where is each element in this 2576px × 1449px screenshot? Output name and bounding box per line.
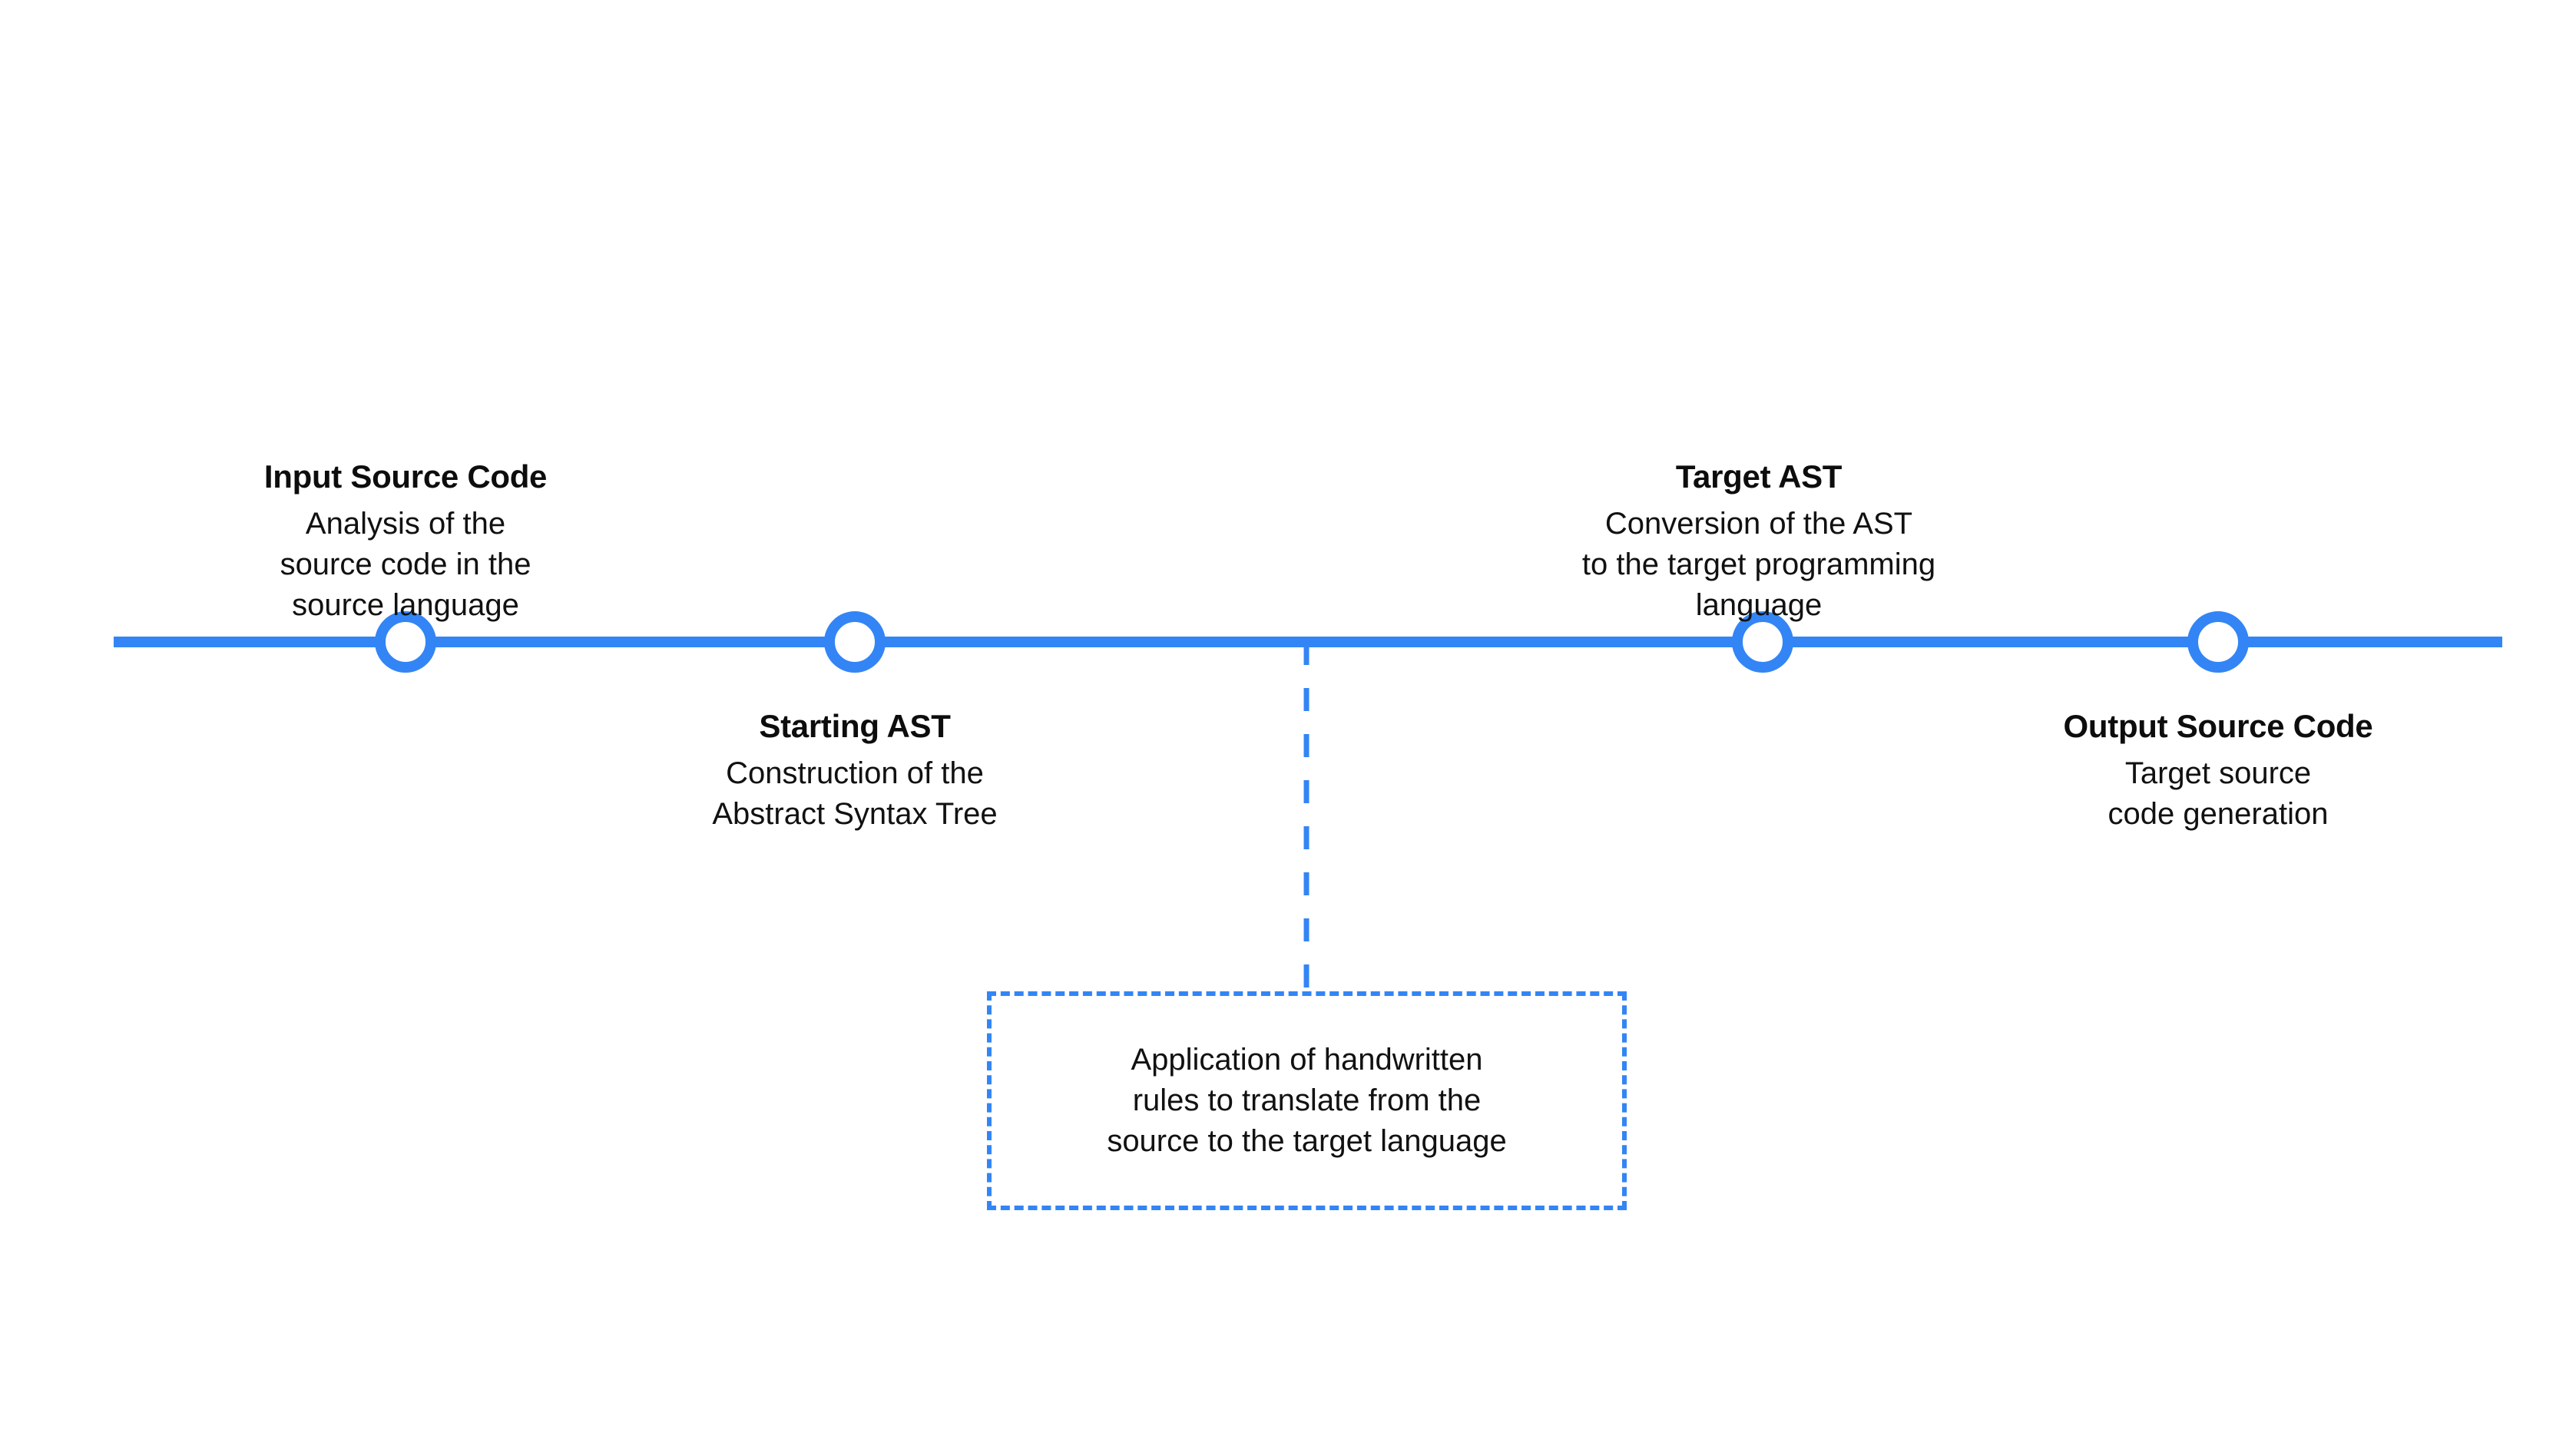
annotation-text-handwritten-rules: Application of handwritten rules to tran… [1107,1043,1507,1158]
timeline-node-marker-target-ast[interactable] [1732,611,1793,673]
timeline-node-marker-input-source-code[interactable] [375,611,436,673]
timeline-node-marker-starting-ast[interactable] [824,611,886,673]
node-title-starting-ast: Starting AST [759,708,951,744]
node-description-input-source-code: Analysis of the source code in the sourc… [280,507,531,622]
node-title-output-source-code: Output Source Code [2063,708,2373,744]
node-title-target-ast: Target AST [1675,458,1843,495]
timeline-node-label-target-ast: Target AST Conversion of the AST to the … [1353,461,2164,626]
timeline-node-label-input-source-code: Input Source Code Analysis of the source… [0,461,811,626]
node-title-input-source-code: Input Source Code [263,458,548,495]
node-description-output-source-code: Target source code generation [2107,756,2329,831]
timeline-node-label-starting-ast: Starting AST Construction of the Abstrac… [449,710,1260,835]
node-description-target-ast: Conversion of the AST to the target prog… [1581,507,1936,622]
annotation-box-handwritten-rules: Application of handwritten rules to tran… [987,991,1627,1210]
timeline-node-label-output-source-code: Output Source Code Target source code ge… [1813,710,2576,835]
node-description-starting-ast: Construction of the Abstract Syntax Tree [712,756,998,831]
timeline-node-marker-output-source-code[interactable] [2187,611,2249,673]
